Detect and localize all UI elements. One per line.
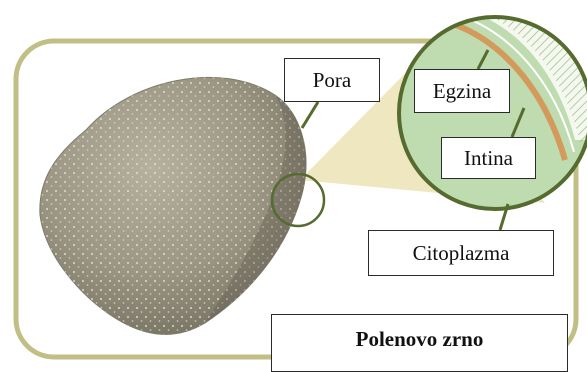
illustration <box>0 0 587 360</box>
label-intina: Intina <box>441 137 536 179</box>
diagram: Pora Egzina Intina Citoplazma Polenovo z… <box>0 0 587 360</box>
pollen-grain <box>40 77 306 334</box>
label-egzina: Egzina <box>414 69 510 113</box>
label-citoplazma: Citoplazma <box>368 230 554 276</box>
title-label: Polenovo zrno <box>271 314 568 372</box>
label-pora: Pora <box>284 58 380 102</box>
